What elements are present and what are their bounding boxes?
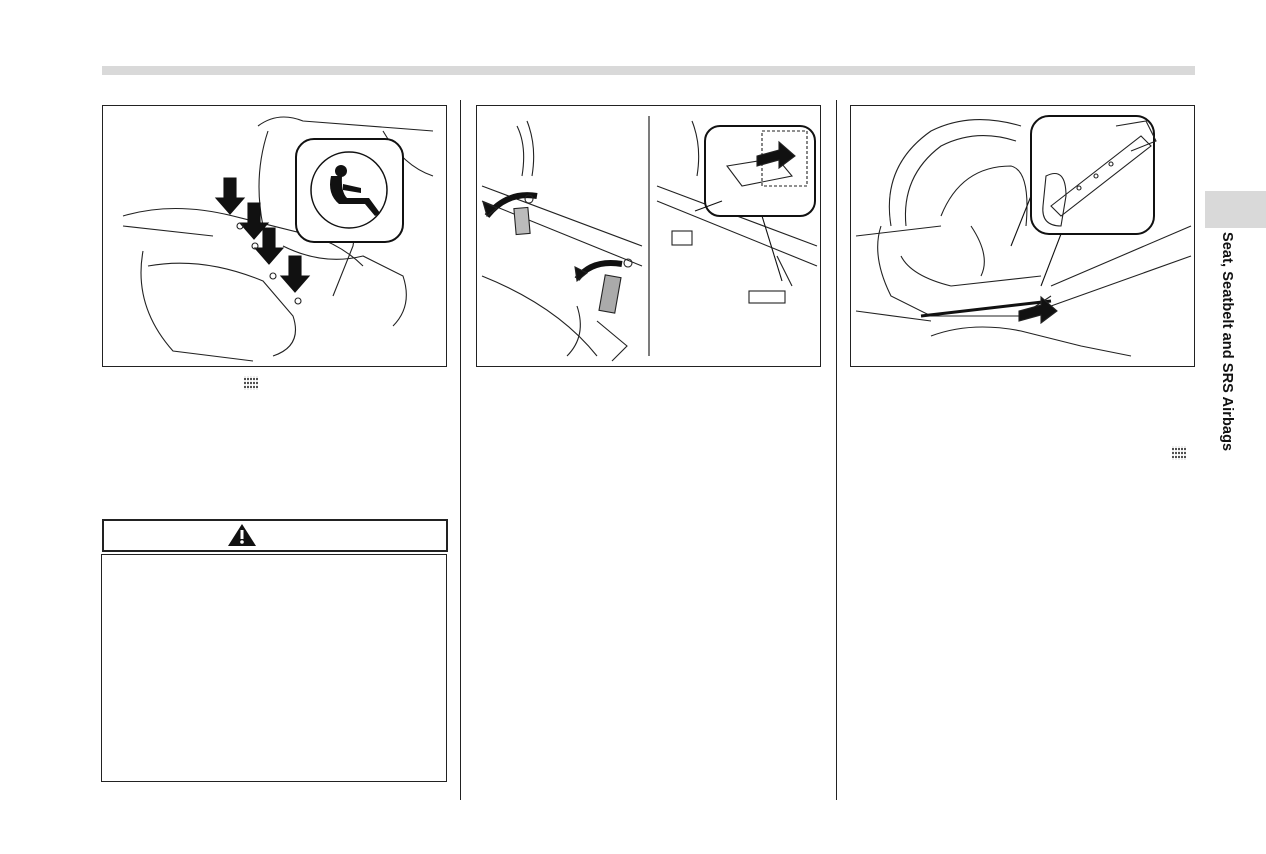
figure-isofix-anchors (102, 105, 447, 367)
figure-child-seat-latch (850, 105, 1195, 367)
isofix-down-arrow-2 (238, 202, 270, 240)
qr-code-icon (1172, 446, 1186, 460)
column-divider-2 (836, 100, 837, 800)
qr-code-icon (244, 376, 258, 390)
child-seat-anchor-icon (330, 165, 380, 216)
section-tab (1205, 191, 1266, 228)
isofix-down-arrow-3 (253, 227, 285, 265)
warning-triangle-icon (228, 524, 256, 546)
isofix-down-arrow-1 (214, 177, 246, 215)
isofix-down-arrow-4 (279, 255, 311, 293)
header-rule (102, 66, 1195, 75)
section-tab-label: Seat, Seatbelt and SRS Airbags (1219, 232, 1235, 452)
figure-anchor-covers (476, 105, 821, 367)
warning-header (102, 519, 448, 552)
column-divider-1 (460, 100, 461, 800)
warning-body (101, 554, 447, 782)
